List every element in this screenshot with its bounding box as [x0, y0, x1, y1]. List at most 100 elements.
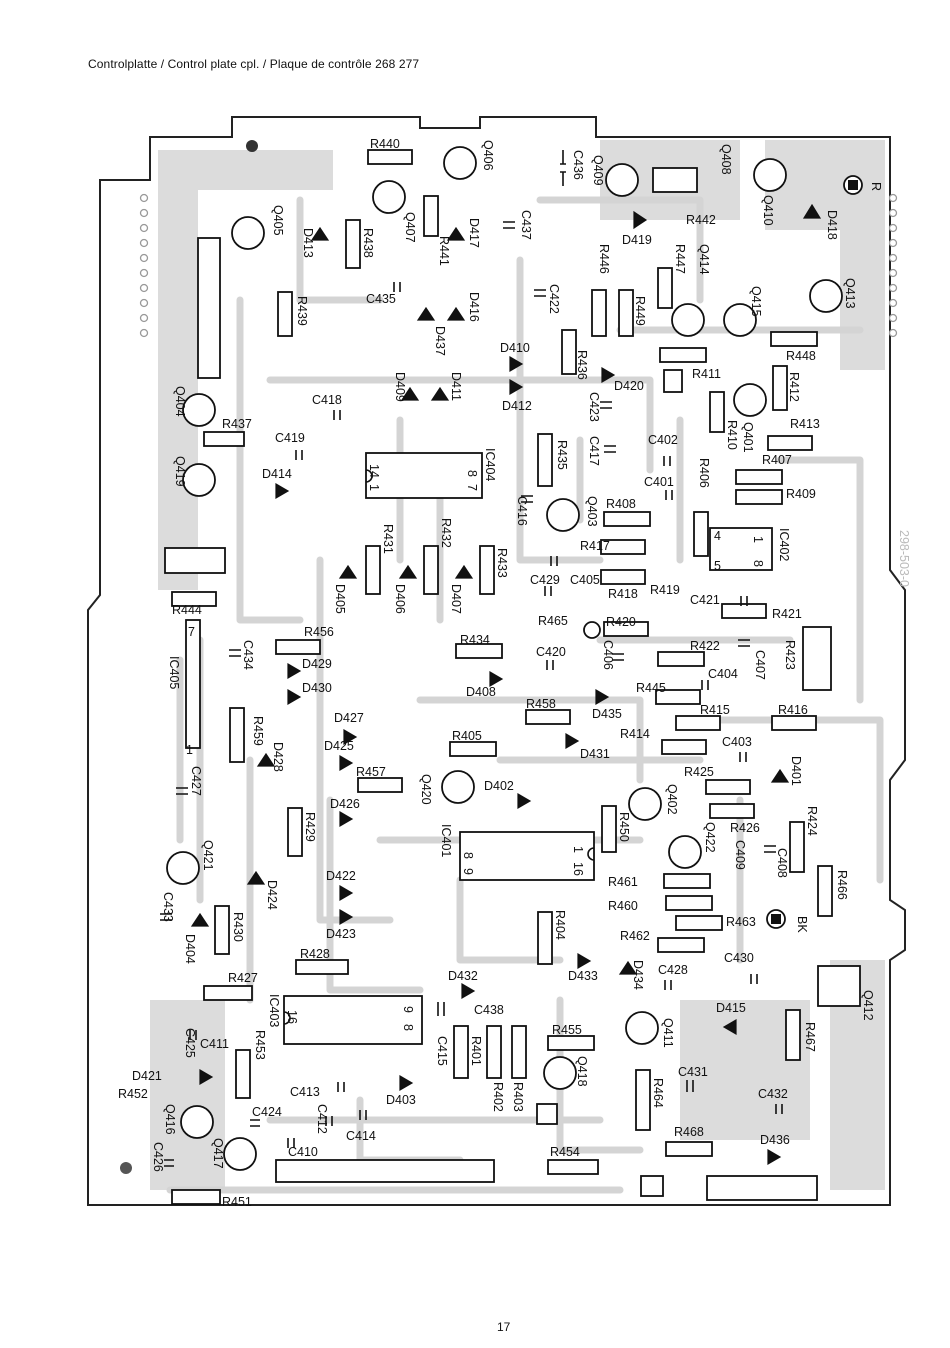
label-d415: D415 — [716, 1001, 746, 1015]
label-ic401-pin8: 8 — [461, 852, 475, 859]
label-q419: Q419 — [173, 456, 187, 487]
ic402-package — [709, 527, 773, 571]
label-r427: R427 — [228, 971, 258, 985]
label-c409: C409 — [733, 840, 747, 870]
page-caption: Controlplatte / Control plate cpl. / Pla… — [88, 57, 420, 71]
label-r444: R444 — [172, 603, 202, 617]
label-r412: R412 — [787, 372, 801, 402]
label-r460: R460 — [608, 899, 638, 913]
label-r458: R458 — [526, 697, 556, 711]
label-q409: Q409 — [591, 155, 605, 186]
label-d434: D434 — [631, 960, 645, 990]
page-number: 17 — [497, 1320, 511, 1334]
label-d412: D412 — [502, 399, 532, 413]
label-q411: Q411 — [661, 1018, 675, 1048]
label-ic402: IC402 — [777, 528, 791, 561]
ic405-package — [185, 619, 201, 749]
label-c413: C413 — [290, 1085, 320, 1099]
connector-block-right — [802, 626, 832, 691]
label-r402: R402 — [491, 1082, 505, 1112]
label-r411: R411 — [692, 367, 721, 381]
label-d430: D430 — [302, 681, 332, 695]
label-r413: R413 — [790, 417, 820, 431]
label-c418: C418 — [312, 393, 342, 407]
label-r430: R430 — [231, 912, 245, 942]
label-r422: R422 — [690, 639, 720, 653]
pad-block-q418 — [536, 1103, 558, 1125]
label-r436: R436 — [575, 350, 589, 380]
label-c420: C420 — [536, 645, 566, 659]
label-r419: R419 — [650, 583, 680, 597]
label-q404: Q404 — [173, 386, 187, 417]
label-r440: R440 — [370, 137, 400, 151]
label-r408: R408 — [606, 497, 636, 511]
pad-block-bottom-mid — [640, 1175, 664, 1197]
label-ic405: IC405 — [167, 656, 181, 689]
transistor-bodies — [166, 146, 861, 1171]
label-c437: C437 — [519, 210, 533, 240]
label-c412: C412 — [315, 1104, 329, 1134]
label-q413: Q413 — [843, 278, 857, 309]
label-c421: C421 — [690, 593, 720, 607]
label-ic401-pin1: 1 — [571, 846, 585, 853]
label-ic405-pin1: 1 — [186, 743, 193, 757]
label-c414: C414 — [346, 1129, 376, 1143]
ic403-package — [283, 995, 423, 1045]
label-d403: D403 — [386, 1093, 416, 1107]
label-c431: C431 — [678, 1065, 708, 1079]
label-r464: R464 — [651, 1078, 665, 1108]
label-q420: Q420 — [419, 774, 433, 805]
label-c407: C407 — [753, 650, 767, 680]
label-d407: D407 — [449, 584, 463, 614]
label-r433: R433 — [495, 548, 509, 578]
marker-bk-pad — [766, 909, 786, 929]
label-d437: D437 — [433, 326, 447, 356]
label-c403: C403 — [722, 735, 752, 749]
label-q414: Q414 — [697, 244, 711, 275]
label-r434: R434 — [460, 633, 490, 647]
capacitor-symbols — [160, 150, 783, 1167]
label-c405: C405 — [570, 573, 600, 587]
label-r452: R452 — [118, 1087, 148, 1101]
label-c435: C435 — [366, 292, 396, 306]
label-c417: C417 — [587, 436, 601, 466]
label-q418: Q418 — [575, 1056, 589, 1087]
label-ic402-pin8: 8 — [751, 560, 765, 567]
label-r432: R432 — [439, 518, 453, 548]
label-c411: C411 — [200, 1037, 229, 1051]
label-r446: R446 — [597, 244, 611, 274]
ic401-package — [459, 831, 595, 881]
label-r409: R409 — [786, 487, 816, 501]
label-d420: D420 — [614, 379, 644, 393]
label-c402: C402 — [648, 433, 678, 447]
label-c426: C426 — [151, 1142, 165, 1172]
label-d410: D410 — [500, 341, 530, 355]
label-r426: R426 — [730, 821, 760, 835]
label-r450: R450 — [617, 812, 631, 842]
label-d406: D406 — [393, 584, 407, 614]
label-r456: R456 — [304, 625, 334, 639]
mounting-marker-bottom — [120, 1162, 132, 1174]
label-r418: R418 — [608, 587, 638, 601]
label-r404: R404 — [553, 910, 567, 940]
label-ic401-pin9: 9 — [461, 868, 475, 875]
label-q408: Q408 — [719, 144, 733, 175]
label-c432: C432 — [758, 1087, 788, 1101]
label-r465: R465 — [538, 614, 568, 628]
r465-test-point — [583, 621, 601, 639]
label-d418: D418 — [825, 210, 839, 240]
connector-strip-bottom — [275, 1159, 495, 1183]
label-d401: D401 — [789, 756, 803, 786]
label-d435: D435 — [592, 707, 622, 721]
label-c406: C406 — [601, 640, 615, 670]
label-q417: Q417 — [211, 1138, 225, 1169]
label-r406: R406 — [697, 458, 711, 488]
label-c408: C408 — [775, 848, 789, 878]
label-d419: D419 — [622, 233, 652, 247]
label-r442: R442 — [686, 213, 716, 227]
label-r461: R461 — [608, 875, 638, 889]
label-r447: R447 — [673, 244, 687, 274]
label-c438: C438 — [474, 1003, 504, 1017]
connector-block-left — [164, 547, 226, 574]
